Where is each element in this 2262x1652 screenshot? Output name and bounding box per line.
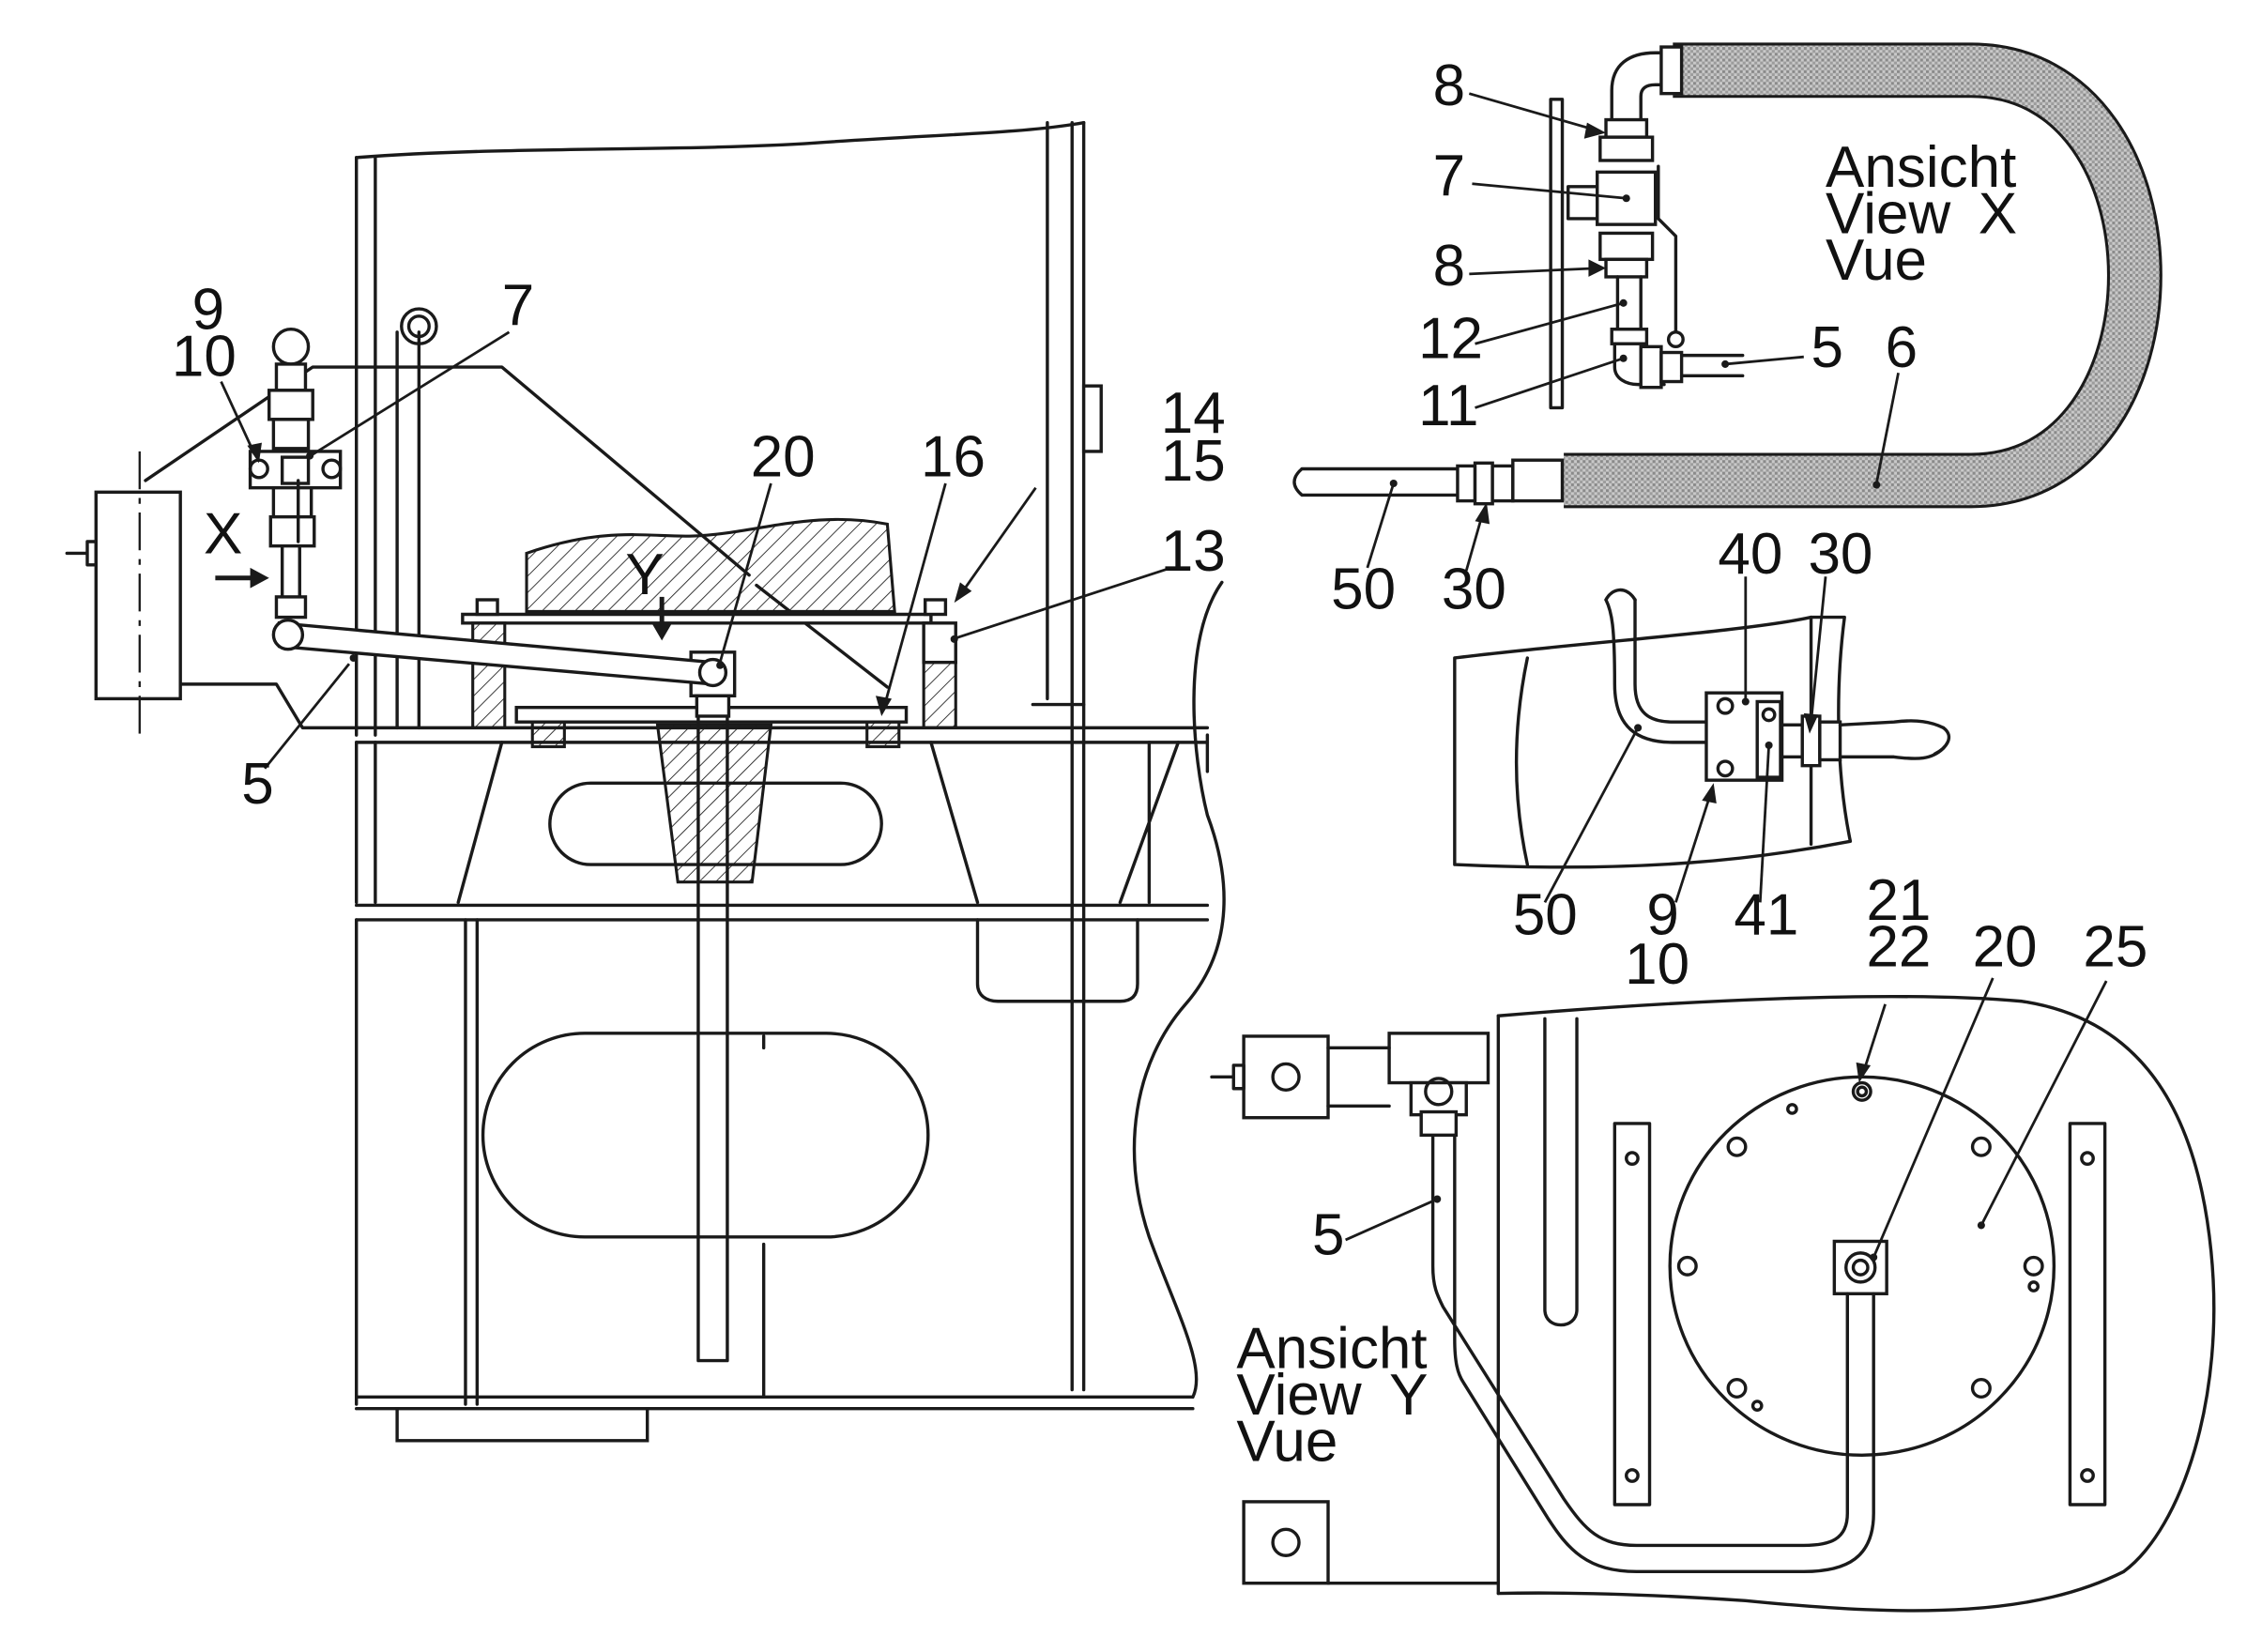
main-section-view [65,120,1226,1443]
callout-15: 15 [1161,429,1226,494]
view-y-title-2: View [1236,1363,1361,1428]
callout-10a: 10 [172,324,237,389]
view-y-letter: Y [1389,1363,1428,1428]
view-y-title-1: Ansicht [1236,1316,1427,1381]
callout-12: 12 [1418,307,1483,372]
callout-21: 21 [1866,868,1931,933]
callout-7a: 7 [502,273,534,338]
callout-20a: 20 [751,424,816,489]
callout-8b: 8 [1433,234,1465,298]
callout-9b: 9 [1646,882,1678,947]
callout-9a: 9 [192,278,224,343]
callout-5b: 5 [1811,315,1843,380]
view-x-title-3: Vue [1826,228,1927,293]
callout-50b: 50 [1513,882,1578,947]
callout-20b: 20 [1973,915,2038,980]
view-arrow-x: X [204,501,242,566]
callout-10b: 10 [1625,932,1689,997]
callout-5c: 5 [1312,1202,1344,1267]
callout-41: 41 [1734,882,1798,947]
view-x-title-1: Ansicht [1826,135,2016,200]
view-arrow-y: Y [625,543,664,607]
callout-labels: 9 10 7 X 5 20 16 14 15 13 Y 8 7 8 12 11 … [172,54,2147,1474]
view-y-detail [1210,977,2216,1613]
callout-5a: 5 [241,752,273,817]
callout-25: 25 [2083,915,2147,980]
view-y-title-3: Vue [1236,1410,1337,1475]
view-x-letter: X [1979,181,2017,246]
callout-16: 16 [921,424,986,489]
callout-13: 13 [1161,519,1226,584]
view-x-detail [1292,42,2163,572]
callout-8a: 8 [1433,54,1465,118]
callout-7b: 7 [1433,144,1465,208]
callout-14: 14 [1161,381,1226,446]
callout-6: 6 [1886,315,1918,380]
callout-30a: 30 [1442,557,1506,621]
callout-22: 22 [1866,915,1931,980]
callout-40: 40 [1718,522,1782,587]
middle-right-detail [1453,576,1951,904]
callout-30b: 30 [1808,522,1872,587]
callout-11: 11 [1418,374,1478,438]
callout-50a: 50 [1331,557,1396,621]
view-x-title-2: View [1826,181,1950,246]
